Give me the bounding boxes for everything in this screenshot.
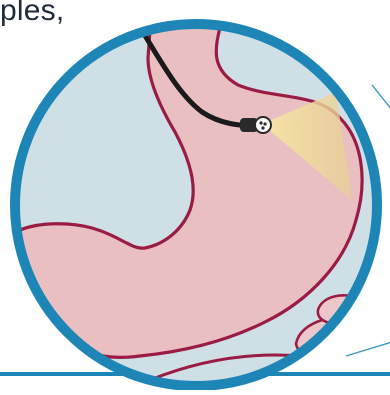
endoscope-lens	[255, 117, 271, 133]
pointer-line-top	[372, 85, 390, 110]
pointer-line-bottom	[346, 342, 390, 356]
caption-fragment: ples,	[0, 0, 64, 28]
